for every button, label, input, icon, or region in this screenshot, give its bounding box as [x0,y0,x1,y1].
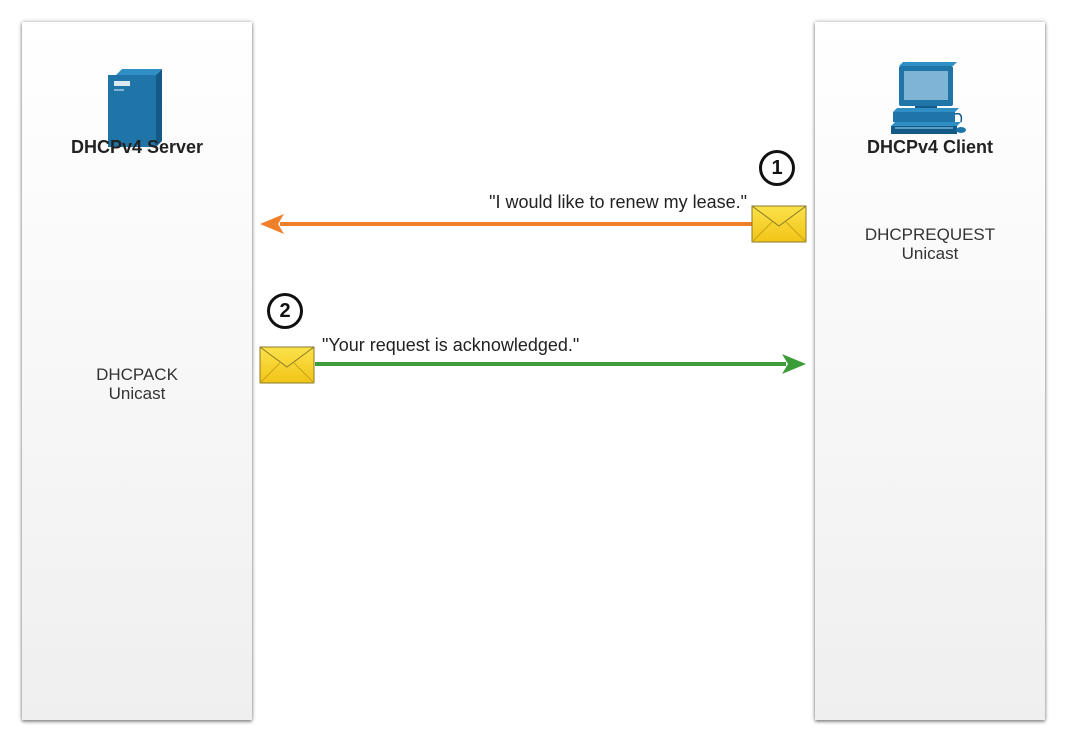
step-1-arrow [260,214,752,234]
server-tower-icon [108,69,162,147]
server-message-mode: Unicast [108,384,166,403]
client-message-type: DHCPREQUEST [864,225,996,244]
client-message-mode: Unicast [901,244,959,263]
step-2-badge: 2 [267,293,303,329]
server-title: DHCPv4 Server [70,137,204,157]
client-title: DHCPv4 Client [866,137,994,157]
server-column: DHCPv4 Server DHCPACK Unicast [22,22,252,720]
step-1-envelope-icon [751,205,807,243]
step-1-quote: "I would like to renew my lease." [489,192,747,212]
desktop-computer-icon [891,62,966,134]
server-message-type: DHCPACK [96,365,178,384]
client-message-label: DHCPREQUEST Unicast [815,225,1045,263]
step-2-arrow [315,354,806,374]
step-2-quote: "Your request is acknowledged." [322,335,580,355]
step-2-envelope-icon [259,346,315,384]
step-1-badge: 1 [759,150,795,186]
server-message-label: DHCPACK Unicast [22,365,252,403]
client-column: DHCPv4 Client DHCPREQUEST Unicast [815,22,1045,720]
